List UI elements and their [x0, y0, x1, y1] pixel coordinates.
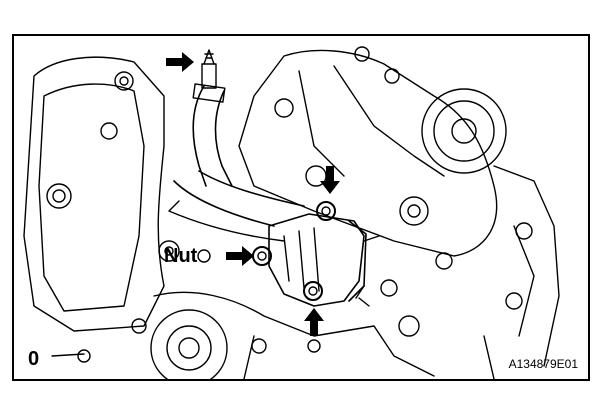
left-block-inner	[38, 83, 145, 312]
pipe-lower	[168, 200, 285, 242]
pipe-bend	[173, 180, 275, 227]
boss-lower-7	[197, 249, 211, 263]
figure-code: A134879E01	[508, 357, 578, 371]
timing-cover-outline	[238, 49, 498, 257]
pulley-right-mid	[433, 100, 495, 162]
boss-cover-1	[354, 46, 370, 62]
boss-right-3	[505, 292, 523, 310]
nut-upper	[316, 201, 336, 221]
inlet-flange	[348, 220, 367, 302]
nut-lower	[303, 281, 323, 301]
left-block-outline	[23, 56, 165, 332]
boss-right-4	[380, 279, 398, 297]
pipe-nipple	[201, 63, 217, 89]
lower-pulley	[150, 309, 228, 379]
boss-left-1-inner	[52, 189, 66, 203]
arrow-icon	[166, 52, 194, 72]
pulley-right-hub	[451, 118, 477, 144]
boss-left-3	[100, 122, 118, 140]
pipe-bend-2	[198, 170, 305, 207]
pipe-upper	[192, 85, 207, 187]
boss-lower-5	[158, 240, 180, 262]
boss-lower-2	[77, 349, 91, 363]
arrow-icon	[226, 246, 254, 266]
pipe-upper-2	[214, 90, 233, 187]
lower-pulley-hub	[178, 337, 200, 359]
nut-label: Nut	[164, 245, 198, 267]
boss-cover-2	[384, 68, 400, 84]
boss-lower-6	[164, 246, 174, 256]
boss-right-5	[398, 315, 420, 337]
arrow-icon	[304, 308, 324, 336]
boss-cover-3	[274, 98, 294, 118]
pipe-nipple-tip	[203, 49, 215, 65]
diagram-frame: Nut 0 A134879E01	[12, 34, 590, 381]
boss-lower-4	[307, 339, 321, 353]
boss-left-2	[114, 71, 134, 91]
boss-right-1	[515, 222, 533, 240]
timing-cover-rib-2	[333, 65, 445, 177]
timing-cover-rib	[298, 70, 345, 177]
inlet-stud-right	[355, 235, 380, 307]
corner-mark: 0	[28, 348, 40, 370]
bottom-left-line	[51, 353, 85, 357]
inlet-ribs	[283, 227, 320, 292]
boss-right-2	[435, 252, 453, 270]
lower-pulley-mid	[166, 325, 212, 371]
pulley-right	[421, 88, 507, 174]
boss-cover-5	[399, 196, 429, 226]
right-edge	[493, 165, 560, 367]
boss-lower-1	[131, 318, 147, 334]
pipe-fitting	[192, 83, 226, 103]
boss-left-2-inner	[119, 76, 129, 86]
lower-section	[153, 291, 495, 379]
engine-illustration	[23, 46, 560, 379]
boss-lower-3	[251, 338, 267, 354]
boss-cover-5-inner	[407, 204, 421, 218]
boss-left-1	[46, 183, 72, 209]
arrow-icon	[320, 166, 340, 194]
